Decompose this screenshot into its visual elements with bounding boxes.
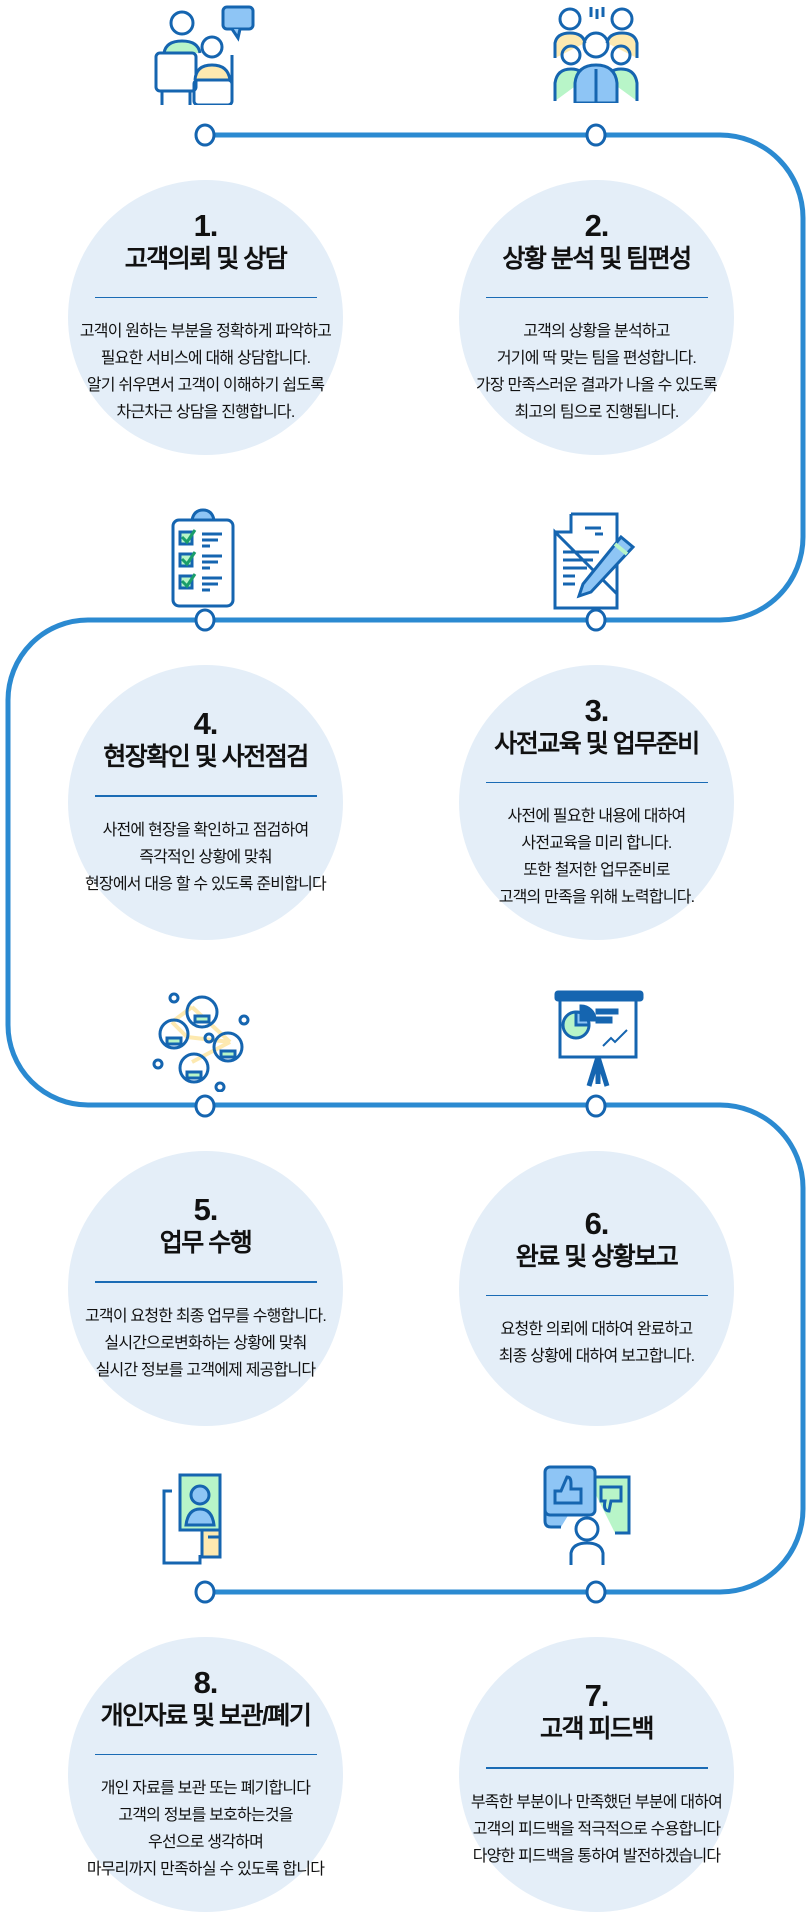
network-people-icon [152, 992, 250, 1092]
description-line: 필요한 서비스에 대해 상담합니다. [100, 350, 311, 368]
description-line: 고객이 원하는 부분을 정확하게 파악하고 [79, 323, 332, 341]
step-node-1 [194, 123, 216, 147]
description-line: 현장에서 대응 할 수 있도록 준비합니다 [85, 875, 327, 893]
step-number: 2. [584, 207, 610, 243]
description-line: 개인 자료를 보관 또는 폐기합니다 [100, 1780, 311, 1798]
divider [94, 296, 317, 299]
document-pen-icon [553, 512, 636, 610]
description-line: 사전에 현장을 확인하고 점검하여 [102, 821, 310, 839]
description-line: 즉각적인 상황에 맞춰 [139, 848, 272, 866]
step-number: 8. [193, 1664, 219, 1700]
description-line: 부족한 부분이나 만족했던 부분에 대하여 [470, 1793, 723, 1811]
step-title: 사전교육 및 업무준비 [494, 729, 700, 758]
description-line: 실시간으로변화하는 상황에 맞춰 [104, 1334, 307, 1352]
step-number: 6. [584, 1205, 610, 1241]
step-title: 개인자료 및 보관/폐기 [100, 1701, 312, 1730]
description-line: 고객의 상황을 분석하고 [523, 323, 670, 341]
description-line: 차근차근 상담을 진행합니다. [116, 404, 296, 422]
description-line: 거기에 딱 맞는 팀을 편성합니다. [496, 350, 697, 368]
divider [94, 795, 317, 797]
description-line: 고객의 피드백을 적극적으로 수용합니다 [472, 1820, 721, 1838]
description-line: 최고의 팀으로 진행됩니다. [514, 404, 679, 422]
description-line: 우선으로 생각하며 [147, 1834, 264, 1852]
step-node-3 [585, 608, 607, 632]
step-node-6 [585, 1094, 607, 1118]
step-node-8 [194, 1580, 216, 1604]
step-title: 상황 분석 및 팀편성 [502, 244, 692, 273]
description-line: 가장 만족스러운 결과가 나올 수 있도록 [476, 377, 718, 395]
step-number: 5. [193, 1192, 219, 1228]
step-title: 업무 수행 [159, 1229, 253, 1258]
step-title: 완료 및 상황보고 [515, 1242, 679, 1271]
description-line: 고객의 정보를 보호하는것을 [118, 1807, 293, 1825]
flow-line [5, 132, 806, 1595]
description-line: 고객이 요청한 최종 업무를 수행합니다. [85, 1307, 327, 1325]
consultation-icon [154, 5, 255, 105]
description-line: 또한 철저한 업무준비로 [523, 862, 670, 880]
description-line: 고객의 만족을 위해 노력합니다. [498, 889, 695, 907]
divider [485, 1294, 708, 1297]
description-line: 최종 상황에 대하여 보고합니다. [498, 1348, 695, 1366]
step-node-4 [194, 608, 216, 632]
step-node-5 [194, 1094, 216, 1118]
description-line: 사전에 필요한 내용에 대하여 [507, 808, 687, 826]
step-number: 4. [193, 706, 219, 742]
step-card-5: 5. 업무 수행 고객이 요청한 최종 업무를 수행합니다. 실시간으로변화하는 … [68, 1151, 343, 1426]
description-line: 다양한 피드백을 통하여 발전하겠습니다 [472, 1847, 721, 1865]
divider [485, 1767, 708, 1769]
step-title: 현장확인 및 사전점검 [103, 743, 309, 772]
team-icon [553, 7, 639, 103]
divider [485, 296, 708, 299]
feedback-icon [543, 1465, 631, 1565]
profile-document-icon [162, 1473, 222, 1565]
description-line: 사전교육을 미리 합니다. [521, 835, 672, 853]
step-title: 고객 피드백 [540, 1715, 654, 1744]
divider [485, 781, 708, 784]
checklist-icon [171, 508, 235, 608]
description-line: 실시간 정보를 고객에제 제공합니다 [95, 1361, 317, 1379]
step-number: 3. [584, 692, 610, 728]
step-number: 1. [193, 207, 219, 243]
description-line: 요청한 의뢰에 대하여 완료하고 [500, 1321, 694, 1339]
step-title: 고객의뢰 및 상담 [124, 244, 288, 273]
description-line: 마무리까지 만족하실 수 있도록 합니다 [86, 1861, 325, 1879]
description-line: 알기 쉬우면서 고객이 이해하기 쉽도록 [86, 377, 325, 395]
divider [94, 1753, 317, 1756]
presentation-board-icon [554, 990, 644, 1087]
divider [94, 1281, 317, 1283]
step-node-7 [585, 1580, 607, 1604]
step-node-2 [585, 123, 607, 147]
step-number: 7. [584, 1678, 610, 1714]
